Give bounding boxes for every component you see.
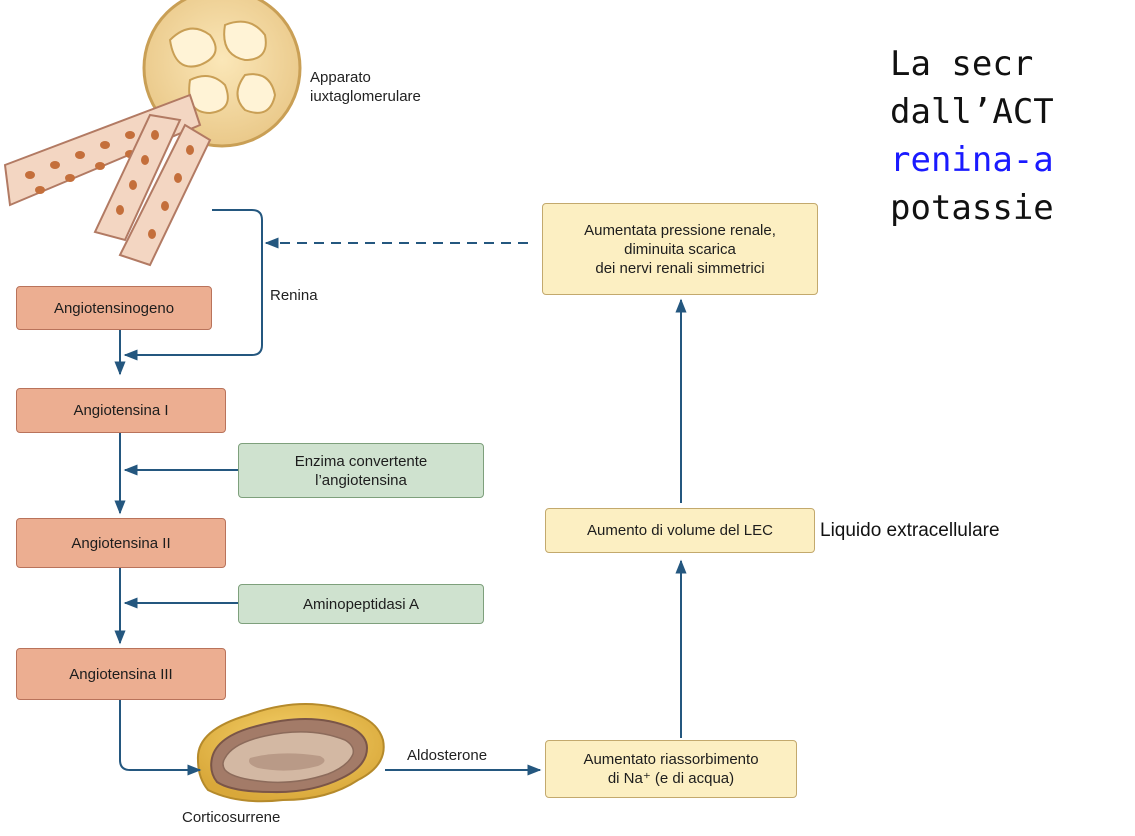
aminopeptidasi-box: Aminopeptidasi A <box>238 584 484 624</box>
angiotensina-1-box: Angiotensina I <box>16 388 226 433</box>
pressione-box: Aumentata pressione renale, diminuita sc… <box>542 203 818 295</box>
apparato-label-line1: Apparato <box>310 69 371 86</box>
angiotensina-3-text: Angiotensina III <box>69 665 173 683</box>
apparato-label-line2: iuxtaglomerulare <box>310 88 421 105</box>
angiotensina-2-text: Angiotensina II <box>71 534 171 552</box>
angiotensina-2-box: Angiotensina II <box>16 518 226 568</box>
riassorbimento-box: Aumentato riassorbimento di Na⁺ (e di ac… <box>545 740 797 798</box>
pressione-text-line3: dei nervi renali simmetrici <box>595 259 765 277</box>
apparato-label: Apparato iuxtaglomerulare <box>310 68 421 106</box>
lec-expansion-label: Liquido extracellulare <box>820 520 1000 541</box>
angiotensinogeno-text: Angiotensinogeno <box>53 299 175 317</box>
angiotensina-1-text: Angiotensina I <box>73 402 169 419</box>
heading-line1: La secr <box>890 44 1034 84</box>
heading-line2: dall’ACT <box>890 92 1054 132</box>
riassorbimento-text-line2: di Na⁺ (e di acqua) <box>607 770 735 787</box>
enzima-text-line2: l’angiotensina <box>315 471 407 489</box>
angiotensinogeno-box: Angiotensinogeno <box>16 286 212 330</box>
heading-line3: renina-a <box>890 140 1054 180</box>
aldosterone-label: Aldosterone <box>407 747 488 764</box>
volume-box: Aumento di volume del LEC <box>545 508 815 553</box>
arrows <box>114 209 687 776</box>
aminopeptidasi-text: Aminopeptidasi A <box>303 595 419 613</box>
pressione-text-line1: Aumentata pressione renale, <box>584 221 776 239</box>
volume-text: Aumento di volume del LEC <box>587 522 773 539</box>
enzima-box: Enzima convertente l’angiotensina <box>238 443 484 498</box>
renina-label: Renina <box>270 287 318 304</box>
riassorbimento-text-line1: Aumentato riassorbimento <box>583 751 759 768</box>
enzima-text-line1: Enzima convertente <box>294 452 428 470</box>
pressione-text-line2: diminuita scarica <box>624 240 736 258</box>
heading-line4: potassie <box>890 188 1054 228</box>
corticosurrene-label: Corticosurrene <box>182 809 281 826</box>
juxtaglomerular-illustration <box>3 0 302 267</box>
angiotensina-3-box: Angiotensina III <box>16 648 226 700</box>
adrenal-illustration <box>196 703 385 803</box>
